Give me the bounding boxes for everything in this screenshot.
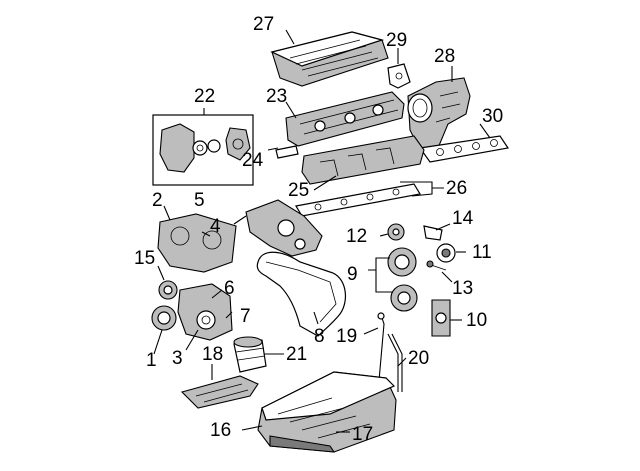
callout-7: 7 [240,306,251,327]
callout-29: 29 [386,30,407,51]
gasket-24 [275,145,299,159]
callout-11: 11 [472,242,492,263]
timing-cover [157,213,237,273]
manifold-gasket-30 [418,135,510,163]
callout-26: 26 [446,178,467,199]
oil-pump-assembly [151,283,233,341]
oil-baffle [180,375,259,409]
bolt-13 [426,260,447,271]
callout-3: 3 [172,348,183,369]
leader-lines [153,29,491,433]
callout-14: 14 [452,208,474,229]
callout-28: 28 [434,46,455,67]
intake-plenum [301,135,425,185]
valve-cover [285,91,405,147]
callout-6: 6 [224,278,235,299]
pulley-15 [158,280,178,300]
callout-13: 13 [452,278,473,299]
sensor-11 [436,243,456,263]
cover-bracket [245,199,323,257]
callout-24: 24 [242,150,264,171]
engine-cover [270,31,389,87]
timing-belt [256,251,347,337]
callout-2: 2 [152,190,163,211]
callout-18: 18 [202,344,223,365]
callout-labels: 1 2 3 4 5 6 7 8 9 10 11 12 13 14 15 16 1… [134,14,503,445]
callout-4: 4 [210,216,221,237]
callout-19: 19 [336,326,357,347]
callout-30: 30 [482,106,503,127]
callout-27: 27 [253,14,274,35]
intake-manifold [407,77,471,151]
callout-25: 25 [288,180,309,201]
kit-frame-22 [152,114,254,186]
oil-pressure-switch [431,299,451,337]
idler-pulley-12 [387,223,405,241]
oil-pan [257,371,397,453]
callout-1: 1 [146,350,157,371]
callout-21: 21 [286,344,307,365]
oil-filter [233,336,267,373]
callout-9: 9 [347,264,358,285]
callout-8: 8 [314,326,325,347]
callout-5: 5 [194,190,205,211]
gasket-strip-26 [295,183,421,217]
callout-15: 15 [134,248,155,269]
callout-23: 23 [266,86,287,107]
callout-16: 16 [210,420,231,441]
callout-17: 17 [352,424,373,445]
callout-10: 10 [466,310,487,331]
callout-22: 22 [194,86,215,107]
callout-12: 12 [346,226,367,247]
dipstick-and-tube [377,312,403,393]
crank-pulleys [387,247,418,312]
callout-20: 20 [408,348,429,369]
gasket-29 [387,63,411,89]
